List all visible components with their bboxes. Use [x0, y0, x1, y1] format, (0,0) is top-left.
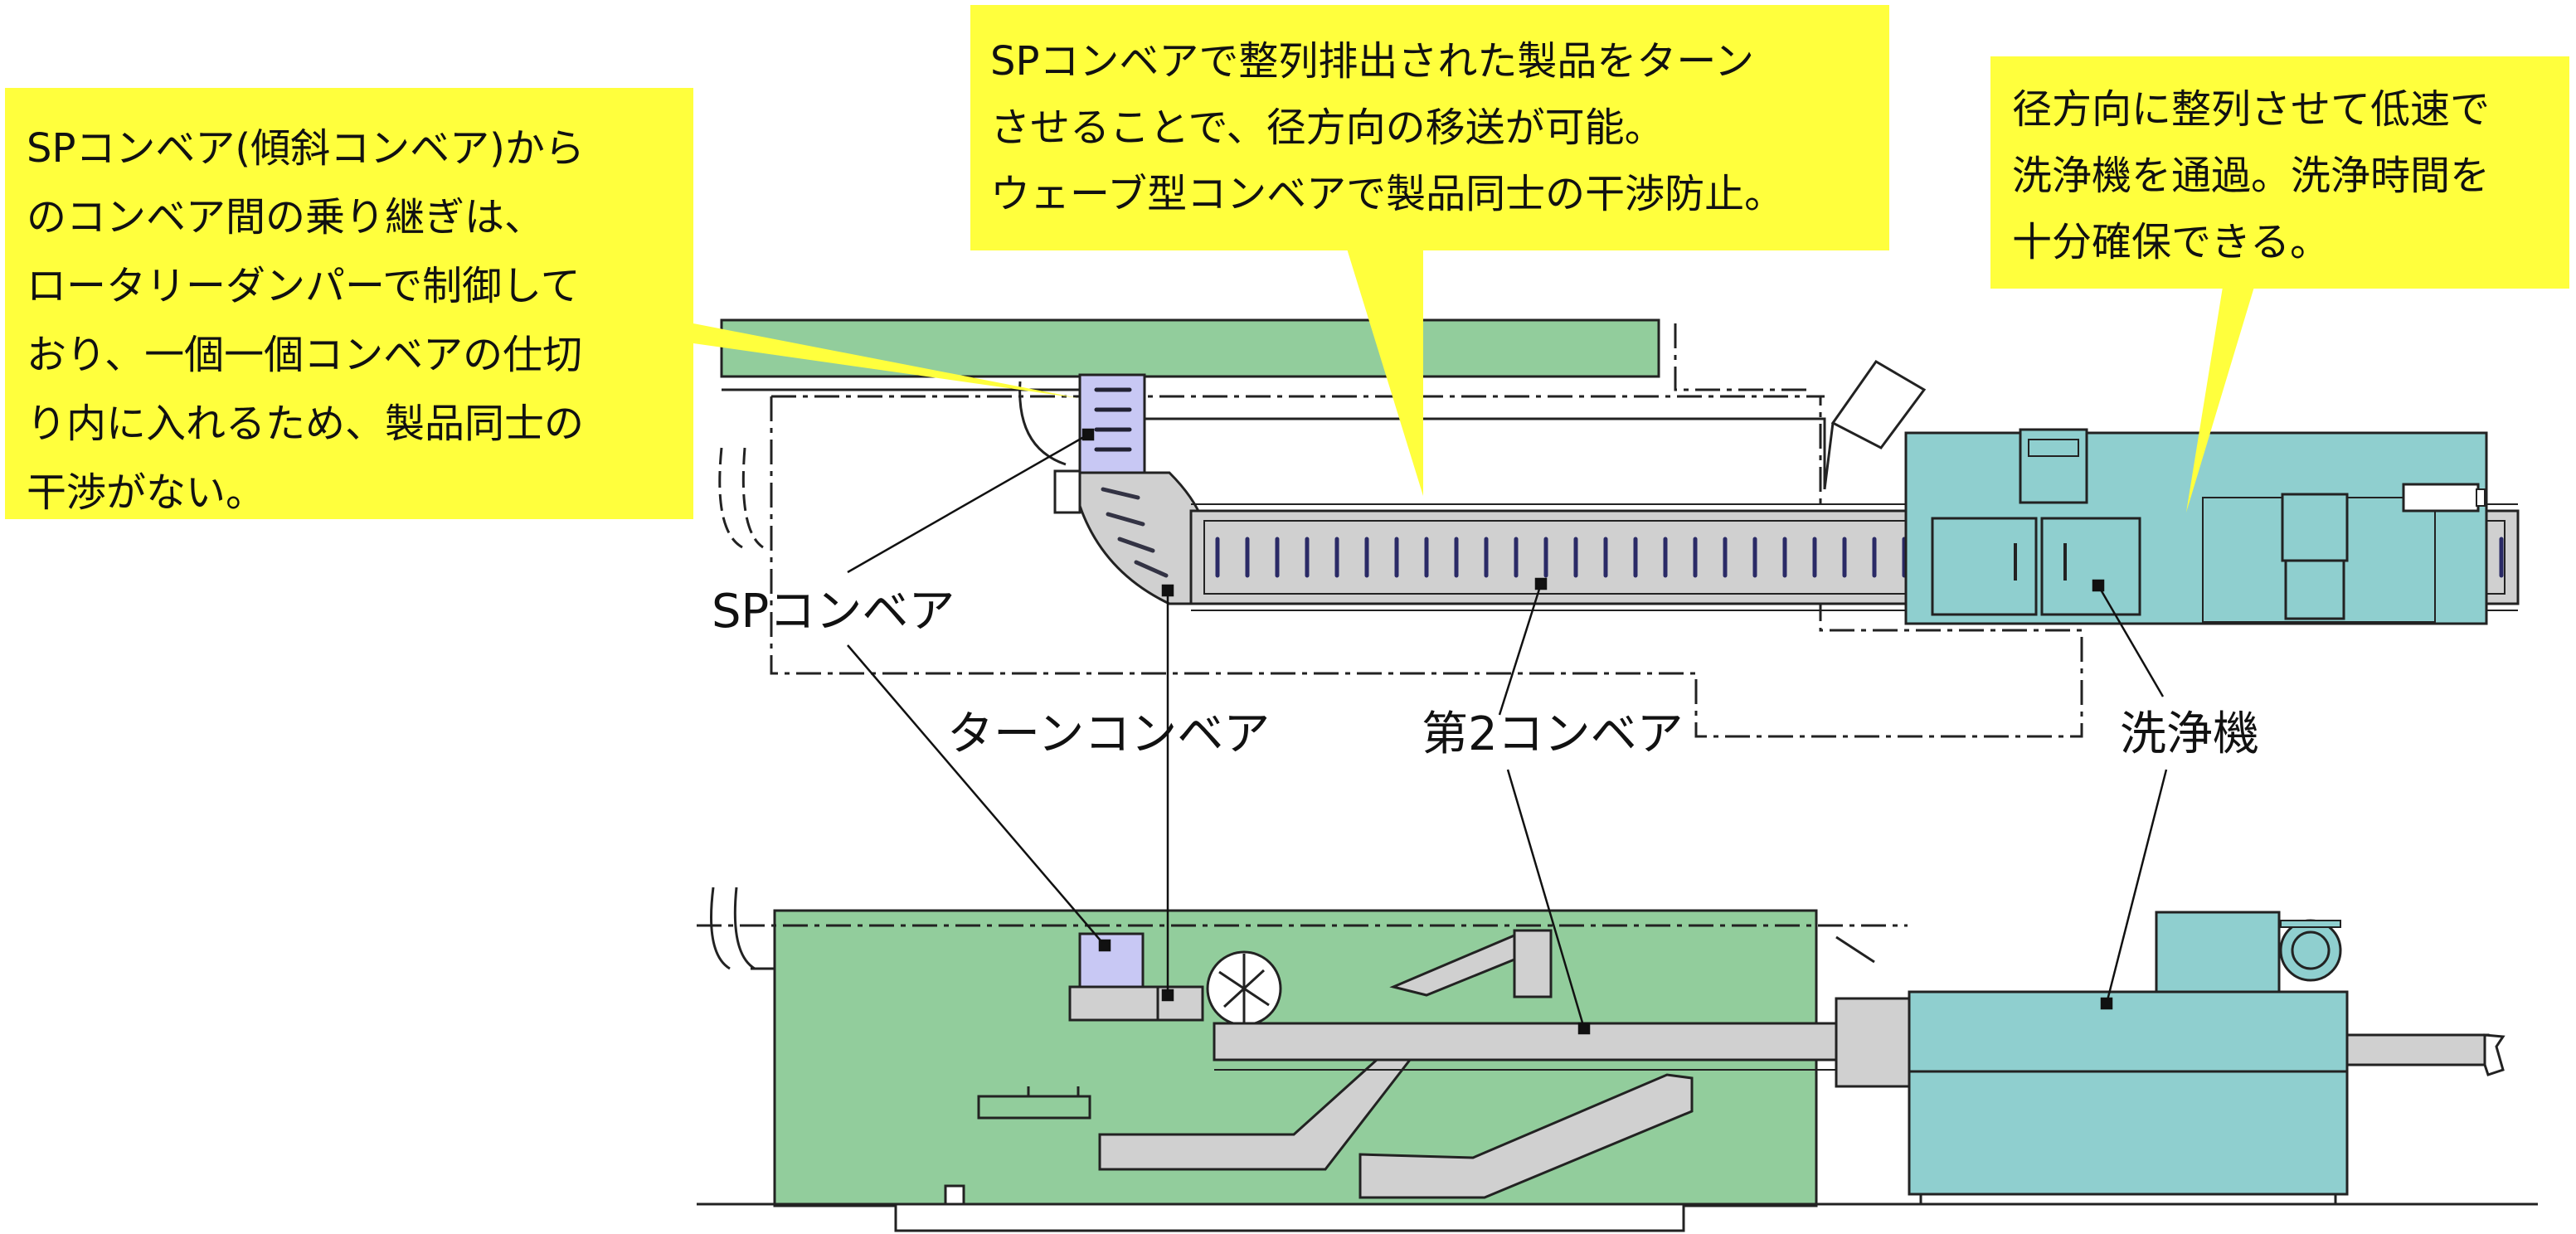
washer-side-lower: [1908, 1070, 2349, 1196]
callout-line: ロータリーダンパーで制御して: [27, 263, 581, 309]
callout-turn-conveyor: SPコンベアで整列排出された製品をターン させることで、径方向の移送が可能。 ウ…: [970, 5, 1889, 250]
washer-side-upper: [1908, 990, 2349, 1073]
hopper-chute: [1830, 360, 1927, 449]
callout-line: り内に入れるため、製品同士の: [27, 401, 585, 447]
callout-line: おり、一個一個コンベアの仕切: [27, 332, 583, 378]
callout-washer: 径方向に整列させて低速で 洗浄機を通過。洗浄時間を 十分確保できる。: [1990, 56, 2569, 289]
leader-lines: [847, 428, 2168, 1035]
label-turn-conveyor: ターンコンベア: [947, 707, 1271, 761]
label-washer: 洗浄機: [2120, 707, 2259, 761]
top-green-strip: [720, 318, 1660, 378]
callout-line: 径方向に整列させて低速で: [2012, 86, 2491, 133]
callout-line: 十分確保できる。: [2012, 219, 2331, 265]
callout-line: SPコンベア(傾斜コンベア)から: [27, 125, 585, 172]
side-view: [697, 887, 2538, 1232]
label-second-conveyor: 第2コンベア: [1422, 707, 1684, 761]
callout-line: のコンベア間の乗り継ぎは、: [27, 194, 545, 240]
second-conveyor-side: [1213, 1022, 1846, 1062]
callout-line: 洗浄機を通過。洗浄時間を: [2012, 153, 2491, 199]
turn-conveyor-top: [1078, 471, 1204, 605]
callout-line: 干渉がない。: [27, 469, 266, 516]
top-view: [718, 318, 2520, 738]
callout-line: ウェーブ型コンベアで製品同士の干渉防止。: [990, 171, 1785, 217]
sp-conveyor-side: [1078, 932, 1145, 989]
callout-rotary-damper: SPコンベア(傾斜コンベア)から のコンベア間の乗り継ぎは、 ロータリーダンパー…: [5, 88, 693, 519]
callout-pointers: [693, 249, 2254, 513]
callout-line: させることで、径方向の移送が可能。: [990, 104, 1665, 151]
label-sp-conveyor: SPコンベア: [712, 585, 955, 639]
callout-line: SPコンベアで整列排出された製品をターン: [990, 38, 1755, 85]
